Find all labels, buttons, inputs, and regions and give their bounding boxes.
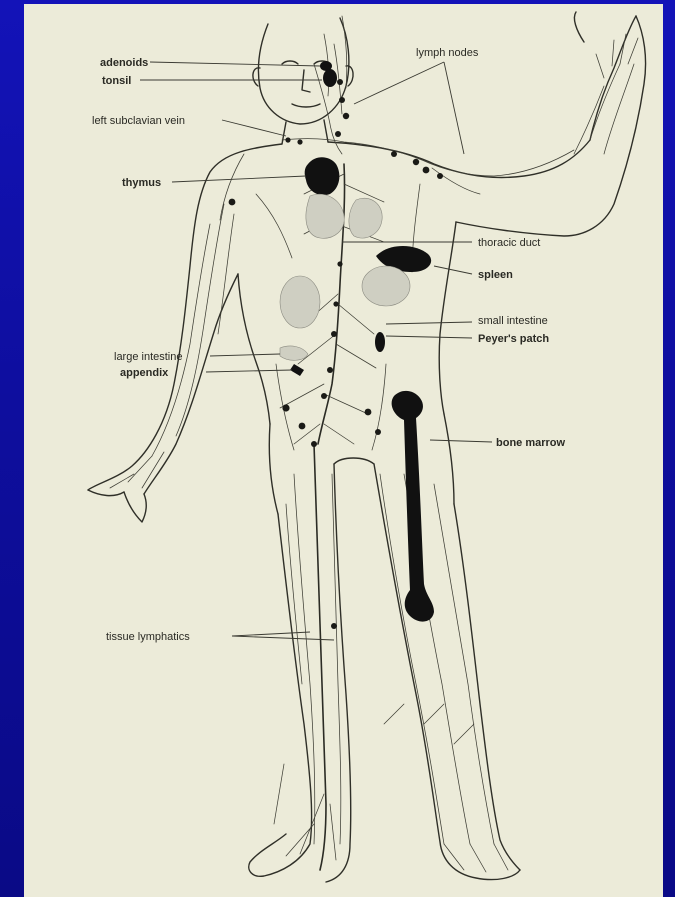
intestine-stippled-organ bbox=[362, 266, 410, 306]
tonsil-organ bbox=[323, 69, 337, 87]
diagram-svg: adenoids tonsil lymph nodes left subclav… bbox=[24, 4, 663, 897]
label-tonsil: tonsil bbox=[102, 75, 131, 87]
lung-right-organ bbox=[349, 198, 382, 238]
lymphatic-system-diagram: adenoids tonsil lymph nodes left subclav… bbox=[24, 4, 663, 897]
labels: adenoids tonsil lymph nodes left subclav… bbox=[92, 47, 566, 643]
label-spleen: spleen bbox=[478, 269, 513, 281]
thymus-organ bbox=[305, 157, 340, 195]
label-appendix: appendix bbox=[120, 367, 169, 379]
label-adenoids: adenoids bbox=[100, 57, 148, 69]
label-thymus: thymus bbox=[122, 177, 161, 189]
appendix-organ bbox=[290, 364, 304, 376]
peyers-patch-organ bbox=[375, 332, 385, 352]
label-lymph-nodes: lymph nodes bbox=[416, 47, 479, 59]
label-left-subclavian-vein: left subclavian vein bbox=[92, 115, 185, 127]
label-tissue-lymphatics: tissue lymphatics bbox=[106, 631, 190, 643]
label-large-intestine: large intestine bbox=[114, 351, 183, 363]
label-bone-marrow: bone marrow bbox=[496, 437, 566, 449]
lung-left-organ bbox=[306, 194, 344, 238]
label-peyers-patch: Peyer's patch bbox=[478, 333, 549, 345]
kidney-left-organ bbox=[280, 276, 320, 328]
large-intestine-organ bbox=[280, 346, 308, 360]
label-thoracic-duct: thoracic duct bbox=[478, 237, 540, 249]
label-small-intestine: small intestine bbox=[478, 315, 548, 327]
